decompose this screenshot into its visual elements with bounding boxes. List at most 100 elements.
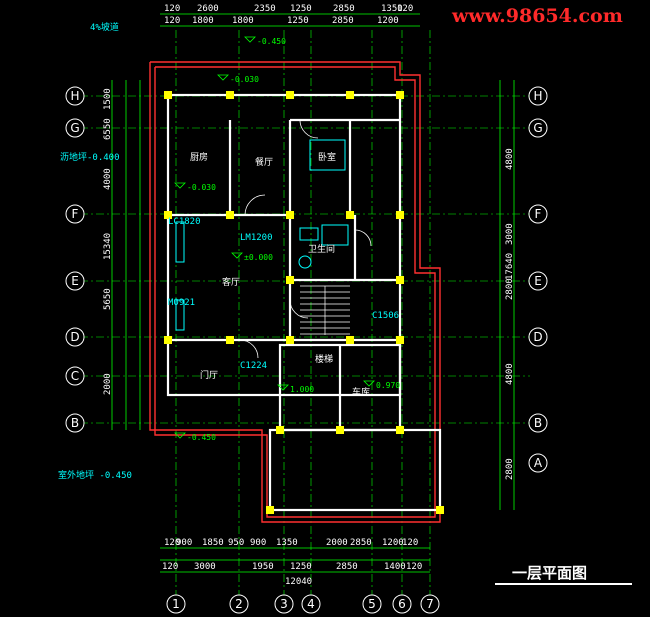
room-label-0: 厨房 [190, 151, 208, 163]
axis-row-left-3: E [65, 271, 85, 291]
level-triangle-1 [217, 74, 229, 81]
level-triangle-6 [174, 432, 186, 439]
annotation-3: LM1200 [240, 233, 273, 243]
axis-col-bottom-4-label: 5 [368, 597, 376, 611]
axis-row-right-0-label: H [533, 89, 542, 103]
dim-bottom-1-4: 900 [250, 538, 266, 548]
level-triangle-3 [174, 182, 186, 189]
axis-col-bottom-3: 4 [301, 594, 321, 614]
axis-col-bottom-5: 6 [392, 594, 412, 614]
axis-col-bottom-6: 7 [420, 594, 440, 614]
dim-bottom-1-8: 1200 [382, 538, 404, 548]
axis-row-left-6: B [65, 413, 85, 433]
axis-row-right-6: A [528, 453, 548, 473]
level-triangle-4 [277, 384, 289, 391]
level-value-4: 1.000 [290, 385, 314, 394]
dim-bottom-1-2: 1850 [202, 538, 224, 548]
dim-bottom-2-3: 1250 [290, 562, 312, 572]
axis-col-bottom-0: 1 [166, 594, 186, 614]
drawing-title: 一层平面图 [512, 564, 587, 582]
axis-row-left-2: F [65, 204, 85, 224]
door-swings [239, 119, 372, 359]
room-labels: 厨房餐厅客厅卧室卫生间车库门厅楼梯 [190, 151, 370, 398]
level-value-1: -0.030 [230, 75, 259, 84]
dimension-text-side: 1500655040001534056502000480030002800176… [103, 88, 515, 480]
annotation-1: 室外地坪 -0.450 [58, 469, 132, 481]
axis-row-right-4: D [528, 327, 548, 347]
dim-right-1: 3000 [505, 223, 515, 245]
dim-left-1: 6550 [103, 118, 113, 140]
axis-row-left-2-label: F [72, 207, 79, 221]
axis-row-right-6-label: A [534, 456, 543, 470]
axis-row-right-5: B [528, 413, 548, 433]
dim-left-0: 1500 [103, 88, 113, 110]
structural-columns [164, 91, 444, 514]
dim-bottom-2-4: 2850 [336, 562, 358, 572]
walls [166, 93, 442, 512]
annotation-0: 4%坡道 [90, 21, 119, 33]
axis-row-right-5-label: B [534, 416, 542, 430]
room-label-5: 车库 [352, 386, 370, 398]
room-label-1: 餐厅 [255, 156, 273, 168]
axis-col-bottom-2-label: 3 [280, 597, 288, 611]
dim-top-2-3: 1250 [287, 16, 309, 26]
watermark: www.98654.com [451, 5, 623, 27]
room-label-2: 客厅 [222, 276, 240, 288]
axis-col-bottom-1-label: 2 [235, 597, 243, 611]
dim-bottom-1-0: 120 [164, 538, 180, 548]
dim-top-1-1: 2600 [197, 4, 219, 14]
dim-bottom-1-3: 950 [228, 538, 244, 548]
axis-row-left-1-label: G [70, 121, 79, 135]
dim-bottom-1-6: 2000 [326, 538, 348, 548]
axis-col-bottom-0-label: 1 [172, 597, 180, 611]
dim-bottom-total: 12040 [285, 577, 312, 587]
dim-top-2-5: 1200 [377, 16, 399, 26]
room-label-3: 卧室 [318, 151, 336, 163]
annotation-6: C1224 [240, 361, 267, 371]
axis-row-left-5: C [65, 366, 85, 386]
level-triangle-0 [244, 36, 256, 43]
annotation-5: C1506 [372, 311, 399, 321]
annotation-2: 沥地坪-0.400 [60, 151, 120, 163]
dim-top-1-2: 2350 [254, 4, 276, 14]
building-outline [149, 61, 441, 523]
dim-top-1-5: 1350 [381, 4, 403, 14]
level-value-3: -0.030 [187, 183, 216, 192]
dim-bottom-2-5: 1400 [384, 562, 406, 572]
dim-top-1-6: 120 [397, 4, 413, 14]
room-label-7: 楼梯 [315, 353, 333, 365]
dim-right-5: 2800 [505, 458, 515, 480]
dim-bottom-2-0: 120 [162, 562, 178, 572]
dim-right-0: 4800 [505, 148, 515, 170]
dim-bottom-2-2: 1950 [252, 562, 274, 572]
dim-bottom-1-7: 2850 [350, 538, 372, 548]
axis-row-right-3-label: E [534, 274, 542, 288]
axis-row-right-4-label: D [533, 330, 542, 344]
level-value-5: 0.970 [376, 381, 400, 390]
axis-row-right-0: H [528, 86, 548, 106]
axis-row-left-0-label: H [70, 89, 79, 103]
dim-bottom-2-6: 120 [406, 562, 422, 572]
level-value-0: -0.450 [257, 37, 286, 46]
dim-top-1-3: 1250 [290, 4, 312, 14]
axis-col-bottom-4: 5 [362, 594, 382, 614]
dim-bottom-2-1: 3000 [194, 562, 216, 572]
dim-bottom-1-1: 900 [176, 538, 192, 548]
annotation-7: LC1820 [168, 217, 201, 227]
axis-row-left-5-label: C [71, 369, 79, 383]
axis-row-left-4: D [65, 327, 85, 347]
dim-top-2-2: 1800 [232, 16, 254, 26]
level-value-2: ±0.000 [244, 253, 273, 262]
annotation-4: M0921 [168, 298, 195, 308]
axis-row-right-3: E [528, 271, 548, 291]
axis-row-left-0: H [65, 86, 85, 106]
dim-left-5: 2000 [103, 373, 113, 395]
dim-top-2-4: 2850 [332, 16, 354, 26]
axis-col-bottom-2: 3 [274, 594, 294, 614]
dim-bottom-1-5: 1350 [276, 538, 298, 548]
